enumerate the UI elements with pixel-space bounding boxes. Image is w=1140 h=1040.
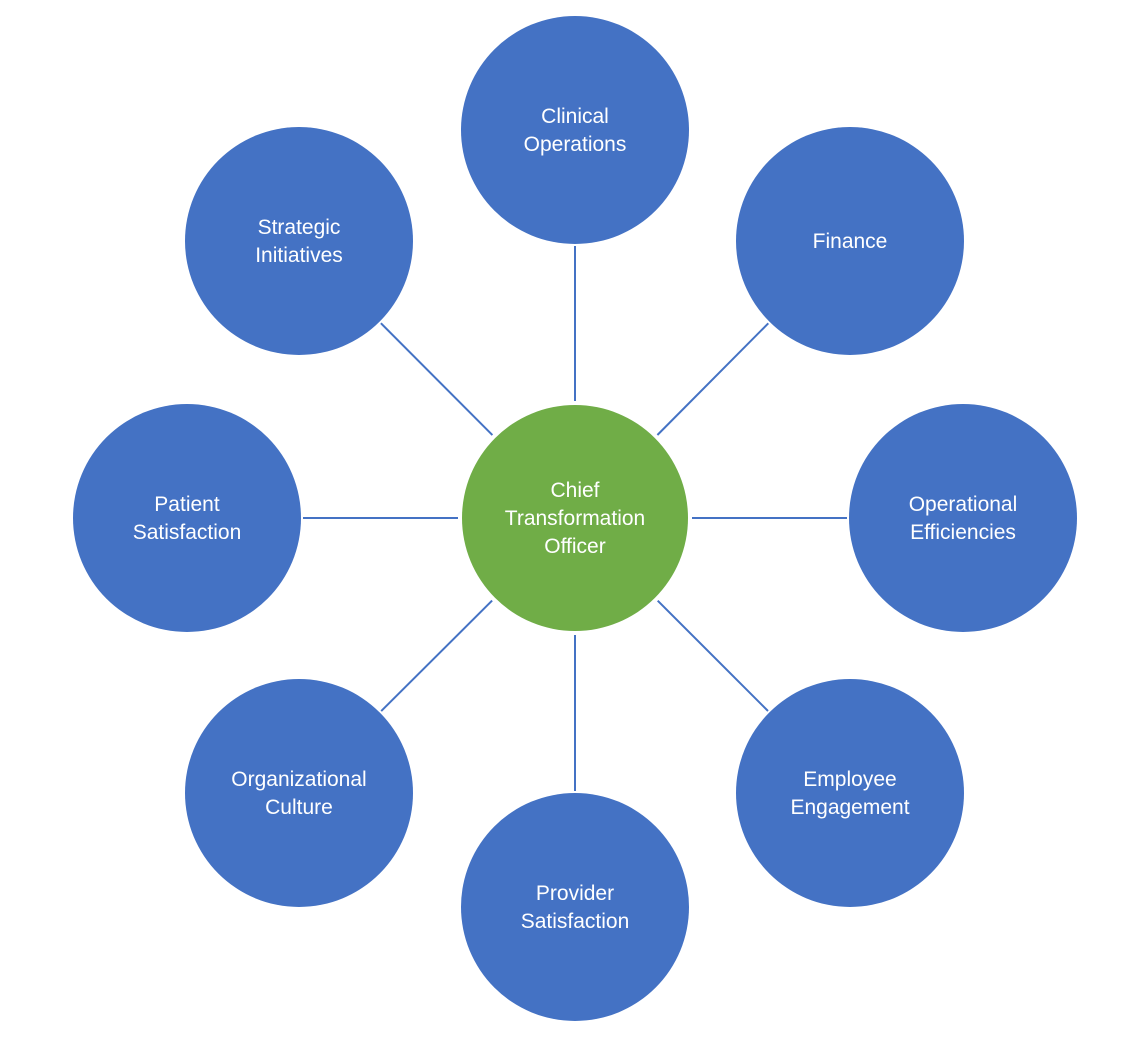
node-label-line: Operational — [909, 493, 1018, 516]
node-circle — [185, 127, 413, 355]
node-circle — [736, 679, 964, 907]
node-circle — [849, 404, 1077, 632]
nodes: ClinicalOperationsFinanceOperationalEffi… — [73, 16, 1077, 1021]
node-label-line: Satisfaction — [521, 910, 630, 933]
connectors — [303, 246, 847, 791]
node-label-line: Efficiencies — [910, 521, 1016, 544]
node-label-line: Engagement — [790, 796, 909, 819]
node-label-line: Officer — [544, 535, 605, 558]
node-circle — [185, 679, 413, 907]
node-label-line: Transformation — [505, 507, 645, 530]
connector-finance — [656, 322, 770, 436]
node-label-line: Initiatives — [255, 244, 343, 267]
node-circle — [461, 16, 689, 244]
node-label-line: Finance — [813, 230, 888, 253]
connector-organizational-culture — [380, 599, 493, 712]
connector-employee-engagement — [656, 599, 769, 712]
connector-strategic-initiatives — [380, 322, 494, 436]
hub-circle — [462, 405, 688, 631]
node-label-line: Operations — [524, 133, 627, 156]
node-label-line: Patient — [154, 493, 220, 516]
node-label-line: Satisfaction — [133, 521, 242, 544]
node-label-line: Provider — [536, 882, 614, 905]
node-circle — [73, 404, 301, 632]
node-label-line: Culture — [265, 796, 333, 819]
node-label-line: Chief — [550, 479, 599, 502]
node-finance: Finance — [736, 127, 964, 355]
node-circle — [461, 793, 689, 1021]
node-label-line: Organizational — [231, 768, 366, 791]
node-label-line: Clinical — [541, 105, 609, 128]
node-label-line: Employee — [803, 768, 896, 791]
node-circle — [736, 127, 964, 355]
node-label-line: Strategic — [258, 216, 341, 239]
